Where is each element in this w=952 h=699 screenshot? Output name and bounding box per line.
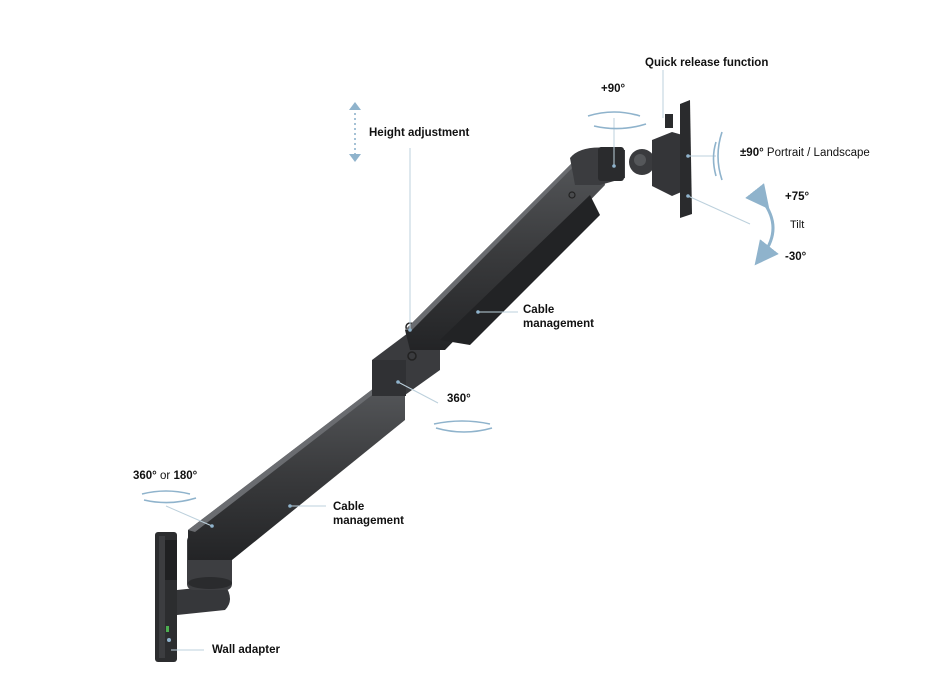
cable-lower-line1: Cable	[333, 501, 365, 513]
cable-upper-line1: Cable	[523, 304, 555, 316]
monitor-head	[570, 100, 692, 218]
swivel-head-label: +90°	[601, 83, 626, 95]
cable-management-upper-label: Cable management	[523, 303, 594, 331]
tilt-max-label: +75°	[785, 191, 810, 203]
wall-plate	[155, 532, 177, 662]
lower-arm	[188, 385, 405, 560]
cable-lower-line2: management	[333, 515, 404, 527]
base-rotation-value2: 180°	[173, 470, 198, 482]
rotation-callout: ±90° Portrait / Landscape	[740, 146, 870, 160]
elbow-rotation-label: 360°	[447, 393, 471, 405]
rotation-label: Portrait / Landscape	[766, 147, 870, 159]
base-rotation-connector: or	[160, 470, 171, 482]
quick-release-label: Quick release function	[645, 57, 769, 69]
cable-upper-line2: management	[523, 318, 594, 330]
rotation-value: ±90°	[740, 147, 764, 159]
height-adjustment-label: Height adjustment	[369, 127, 470, 139]
tilt-min-label: -30°	[785, 251, 807, 263]
upper-arm	[405, 155, 605, 350]
callout-dots	[210, 154, 690, 528]
cable-management-lower-label: Cable management	[333, 500, 404, 528]
motion-arrows	[141, 102, 779, 504]
wall-adapter-label: Wall adapter	[212, 644, 280, 656]
base-rotation-value1: 360°	[133, 470, 157, 482]
tilt-label: Tilt	[790, 219, 805, 231]
base-rotation-label: 360° or 180°	[133, 469, 197, 483]
callout-lines	[165, 70, 751, 651]
